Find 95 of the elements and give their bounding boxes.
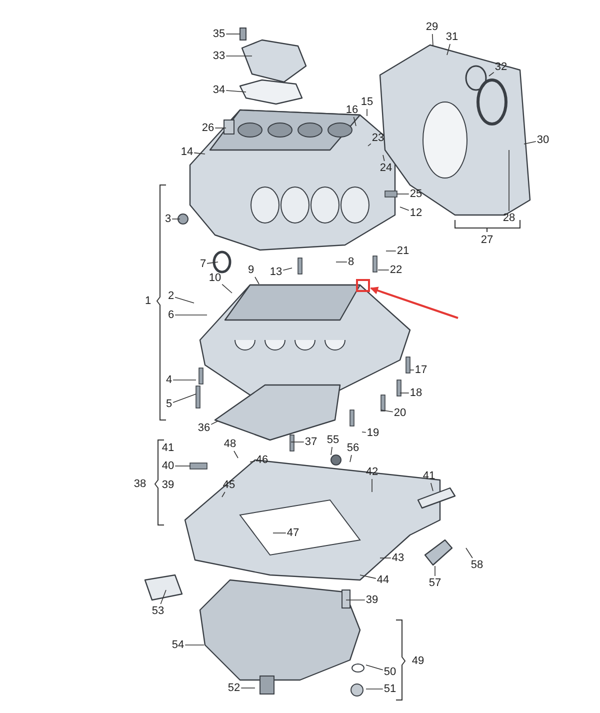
callout-number: 17	[414, 364, 428, 376]
leader-line	[434, 566, 436, 576]
leader-line	[210, 420, 218, 425]
callout-number: 25	[410, 188, 422, 200]
leader-line	[206, 262, 218, 264]
leader-line	[366, 688, 384, 690]
callout-number: 35	[212, 28, 226, 40]
callout-number: 30	[536, 134, 550, 146]
callout-number: 10	[208, 272, 222, 284]
leader-line	[488, 72, 494, 76]
callout-number: 55	[326, 434, 340, 446]
leader-line	[508, 150, 510, 212]
callout-number: 4	[166, 374, 172, 386]
callout-number: 58	[470, 559, 484, 571]
leader-line	[254, 276, 260, 284]
callout-number: 50	[384, 666, 396, 678]
leader-line	[222, 492, 226, 498]
callout-number: 57	[428, 577, 442, 589]
arrow	[370, 286, 458, 319]
leader-line	[250, 460, 256, 462]
leader-line	[172, 218, 180, 220]
callout-number: 26	[202, 122, 214, 134]
callout-number: 28	[502, 212, 516, 224]
callout-number: 13	[270, 266, 282, 278]
callout-number: 24	[380, 162, 392, 174]
callout-number: 5	[166, 398, 172, 410]
leader-line	[272, 532, 286, 534]
callout-number: 56	[346, 442, 360, 454]
highlight-frame	[356, 279, 370, 292]
callout-number: 1	[144, 295, 152, 307]
leader-line	[368, 143, 372, 146]
callout-number: 43	[392, 552, 404, 564]
leader-line	[386, 250, 396, 252]
leader-line	[194, 152, 206, 154]
callout-number: 36	[198, 422, 210, 434]
callout-number: 52	[228, 682, 240, 694]
callout-number: 19	[366, 427, 380, 439]
callout-number: 51	[384, 683, 396, 695]
leader-line	[184, 644, 204, 646]
callout-number: 40	[162, 460, 174, 472]
callout-number: 31	[446, 31, 458, 43]
leader-line	[282, 268, 292, 271]
callout-number: 49	[412, 655, 424, 667]
callout-number: 47	[286, 527, 300, 539]
callout-number: 12	[410, 207, 422, 219]
leader-line	[350, 454, 352, 462]
leader-line	[362, 432, 366, 433]
leader-line	[446, 44, 450, 56]
callout-number: 16	[346, 104, 358, 116]
callout-number: 41	[162, 442, 174, 454]
leader-line	[174, 296, 194, 304]
leader-line	[160, 590, 166, 604]
callout-number: 21	[396, 245, 410, 257]
callout-number: 7	[200, 258, 206, 270]
leader-line	[430, 482, 434, 492]
leader-line	[382, 154, 385, 162]
callout-number: 23	[372, 132, 384, 144]
callout-number: 39	[366, 594, 378, 606]
callout-number: 39	[162, 479, 174, 491]
callout-number: 33	[212, 50, 226, 62]
leader-line	[432, 34, 434, 46]
leader-line	[172, 394, 196, 403]
leader-line	[226, 90, 246, 92]
leader-line	[353, 116, 356, 126]
callout-number: 15	[360, 96, 374, 108]
leader-line	[400, 206, 410, 211]
leader-line	[524, 141, 536, 144]
leader-line	[466, 548, 473, 558]
callout-number: 2	[168, 290, 174, 302]
leader-line	[366, 108, 368, 116]
callout-number: 20	[394, 407, 406, 419]
callout-number: 34	[212, 84, 226, 96]
leader-line	[330, 446, 332, 456]
leader-line	[222, 284, 232, 294]
callout-number: 3	[164, 213, 172, 225]
callout-number: 48	[224, 438, 236, 450]
callout-number: 37	[304, 436, 318, 448]
leader-line	[174, 314, 208, 316]
callout-number: 14	[180, 146, 194, 158]
callout-number: 18	[410, 387, 422, 399]
callout-number: 22	[390, 264, 402, 276]
callout-number: 29	[426, 21, 438, 33]
callout-number: 44	[376, 574, 390, 586]
leader-line	[234, 450, 238, 458]
callout-number: 53	[152, 605, 164, 617]
callout-number: 8	[348, 256, 354, 268]
leader-line	[360, 574, 376, 579]
leader-line	[380, 410, 394, 412]
callout-number: 27	[480, 234, 494, 246]
leader-line	[400, 392, 410, 394]
callout-number: 38	[134, 478, 146, 490]
callout-number: 9	[248, 264, 254, 276]
callout-number: 54	[172, 639, 184, 651]
callout-number: 6	[168, 309, 174, 321]
leader-line	[366, 664, 384, 670]
